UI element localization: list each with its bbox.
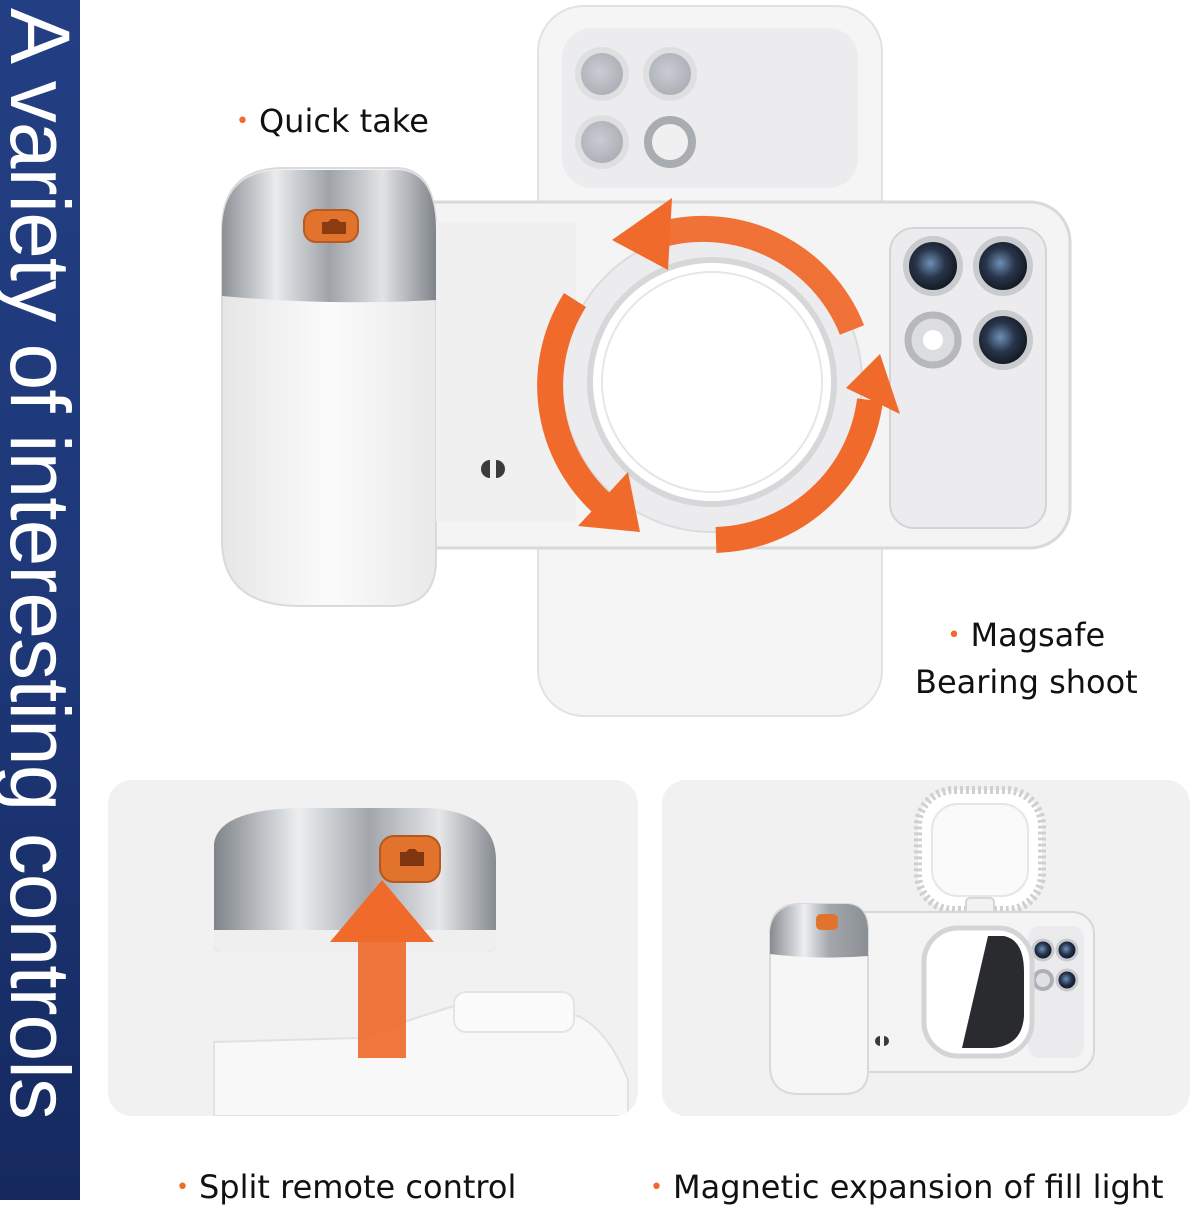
camera-icon [816,914,838,930]
label-quick-take: •Quick take [236,102,429,140]
grip-small [769,903,889,1095]
banner-title: A variety of interesting controls [0,8,80,1119]
bullet-icon: • [236,109,249,134]
bullet-icon: • [947,623,961,648]
shutter-button-detached[interactable] [379,835,441,883]
label-split-remote: •Split remote control [176,1168,517,1206]
side-banner: A variety of interesting controls [0,0,80,1200]
mirror [921,925,1035,1059]
grip-handle [221,167,576,607]
fill-light-image [769,786,1095,1095]
fill-light-ring[interactable] [914,786,1046,925]
panel-fill-light [662,780,1190,1116]
camera-icon [322,219,346,234]
split-remote-image [213,808,629,1116]
label-magsafe: •Magsafe Bearing shoot [915,616,1138,701]
rotate-arrows-icon [537,215,883,553]
label-fill-light: •Magnetic expansion of fill light [650,1168,1164,1206]
indicator-light [481,460,505,478]
main-product-image [221,5,1072,717]
arrow-up-icon [330,880,434,1058]
panel-split-remote [108,780,638,1116]
shutter-button[interactable] [303,209,359,243]
bullet-icon: • [176,1175,189,1200]
camera-icon [400,849,424,866]
bullet-icon: • [650,1175,663,1200]
